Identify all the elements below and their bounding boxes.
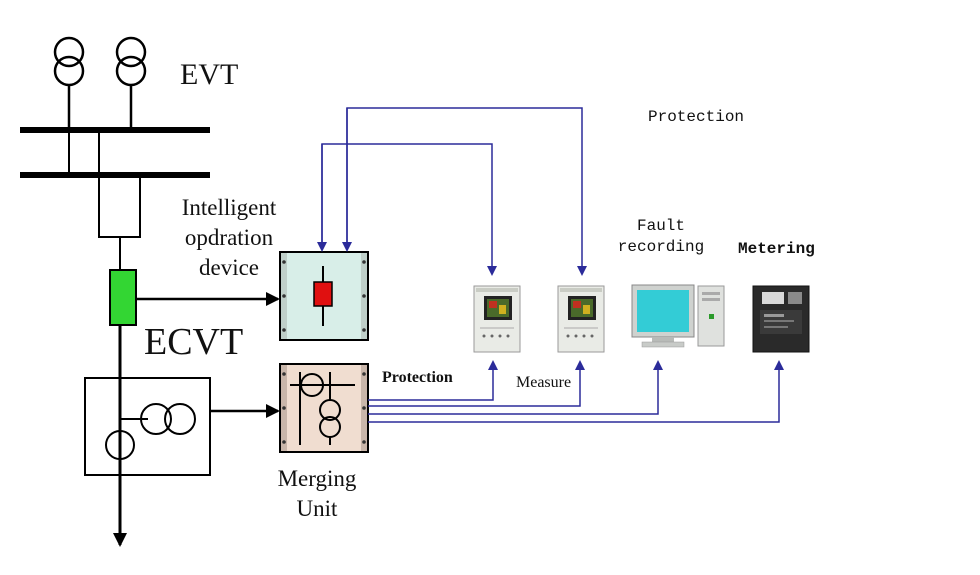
ecvt-label: ECVT [144,321,244,363]
measure-label: Measure [516,374,572,391]
merging-unit-label-line-2: Unit [296,496,338,521]
ecvt-sensor [109,269,137,326]
merging-unit-icon [279,363,369,453]
fault-recording-label-line-2: recording [617,238,705,256]
signal-wiring-bottom [368,360,784,423]
intelligent-device-label-line-3: device [198,255,259,280]
signal-wiring-top [317,107,587,276]
computer-icon [631,284,725,348]
ecvt-transformer-box [84,377,211,476]
merging-unit-label-line-1: Merging [277,466,357,491]
bay-connection [68,130,141,270]
measure-relay-icon [557,285,605,353]
evt-right-coil-icon [115,36,147,130]
intelligent-device-label-line-2: opdration [184,225,274,250]
protection-top-label: Protection [648,108,745,126]
electric-meter-icon [752,285,810,353]
protection-relay-icon [473,285,521,353]
fault-recording-label: Fault recording [606,216,716,258]
evt-left-coil-icon [53,36,85,130]
evt-label: EVT [180,58,239,91]
intelligent-device-label-line-1: Intelligent [181,195,277,220]
protection-bottom-label: Protection [382,369,453,386]
metering-label: Metering [738,240,815,258]
fault-recording-label-line-1: Fault [636,217,685,235]
merging-unit-label: Merging Unit [262,464,372,524]
intelligent-device-icon [279,251,369,341]
intelligent-device-label: Intelligent opdration device [170,193,288,283]
